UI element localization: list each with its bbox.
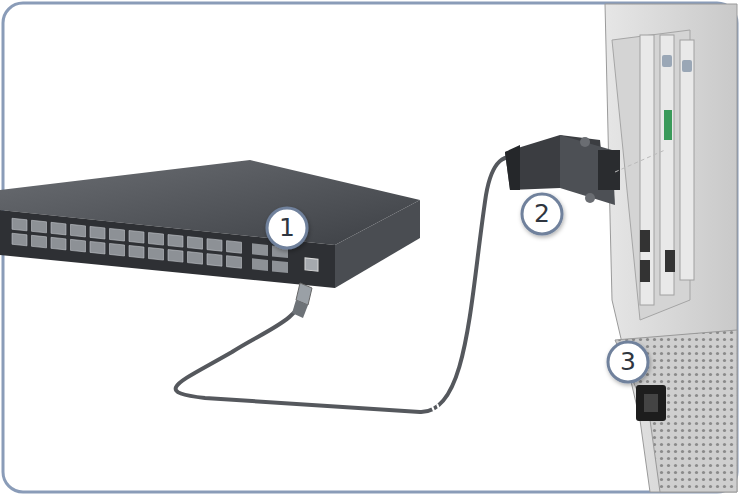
switch-port <box>129 245 144 258</box>
frame <box>3 3 737 492</box>
callout-number: 1 <box>267 208 307 248</box>
callout-number: 2 <box>522 194 562 234</box>
console-cable <box>176 157 520 412</box>
switch-port <box>32 220 47 233</box>
switch-port <box>207 239 222 252</box>
switch-port <box>90 241 105 254</box>
switch-port <box>227 241 242 254</box>
switch-port <box>12 233 27 246</box>
switch-port <box>149 233 164 246</box>
switch-port <box>51 237 66 250</box>
switch-port <box>32 235 47 248</box>
switch-port <box>51 222 66 235</box>
callout-circle <box>267 208 307 248</box>
callout-circle <box>608 342 648 382</box>
switch-port <box>168 250 183 263</box>
switch-port <box>207 254 222 267</box>
rj45-plug <box>292 283 312 318</box>
callout-number: 3 <box>608 342 648 382</box>
network-switch <box>0 160 420 288</box>
switch-port <box>227 256 242 269</box>
switch-port <box>168 235 183 248</box>
callout-circles <box>267 194 648 382</box>
callout-circle <box>522 194 562 234</box>
switch-port <box>149 248 164 261</box>
switch-port <box>110 243 125 256</box>
switch-port <box>129 230 144 243</box>
switch-port <box>71 224 86 237</box>
switch-port <box>90 226 105 239</box>
switch-port <box>188 252 203 265</box>
switch-port <box>71 239 86 252</box>
cable-break <box>431 404 443 418</box>
pc-case <box>605 4 737 492</box>
switch-port <box>12 218 27 231</box>
db9-connector <box>505 135 665 205</box>
switch-port <box>110 228 125 241</box>
switch-port <box>188 237 203 250</box>
